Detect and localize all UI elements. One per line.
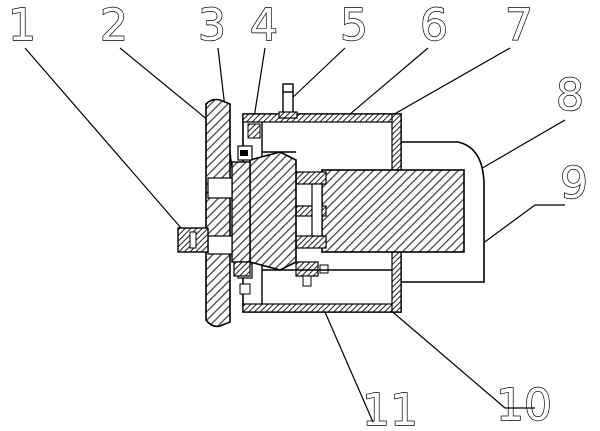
leader-9 [481,204,565,245]
leader-10 [387,307,535,409]
coupling-part-7 [285,168,327,258]
leader-lines [24,47,566,423]
callout-7: 7 [505,0,533,51]
adapter-part-3-4 [231,145,253,279]
callout-labels: 1 2 3 4 5 6 7 8 9 10 11 [7,0,588,431]
callout-2: 2 [100,0,128,51]
callout-3: 3 [198,0,226,51]
callout-5: 5 [340,0,368,51]
leader-4 [253,47,266,119]
central-hub-part-6 [249,151,297,271]
leader-2 [119,47,221,131]
bolt-part-11 [233,261,329,295]
callout-8: 8 [556,70,584,121]
handwheel-part-2 [205,98,233,328]
leader-1 [24,47,189,237]
leader-5 [289,47,346,101]
callout-4: 4 [250,0,278,51]
core-block-part-8 [321,169,465,253]
callout-6: 6 [420,0,448,51]
callout-11: 11 [362,385,418,431]
callout-9: 9 [560,158,588,209]
callout-1: 1 [8,0,36,51]
handle-part-1 [177,227,209,253]
callout-10: 10 [496,380,552,431]
pin-part-5 [278,83,298,119]
